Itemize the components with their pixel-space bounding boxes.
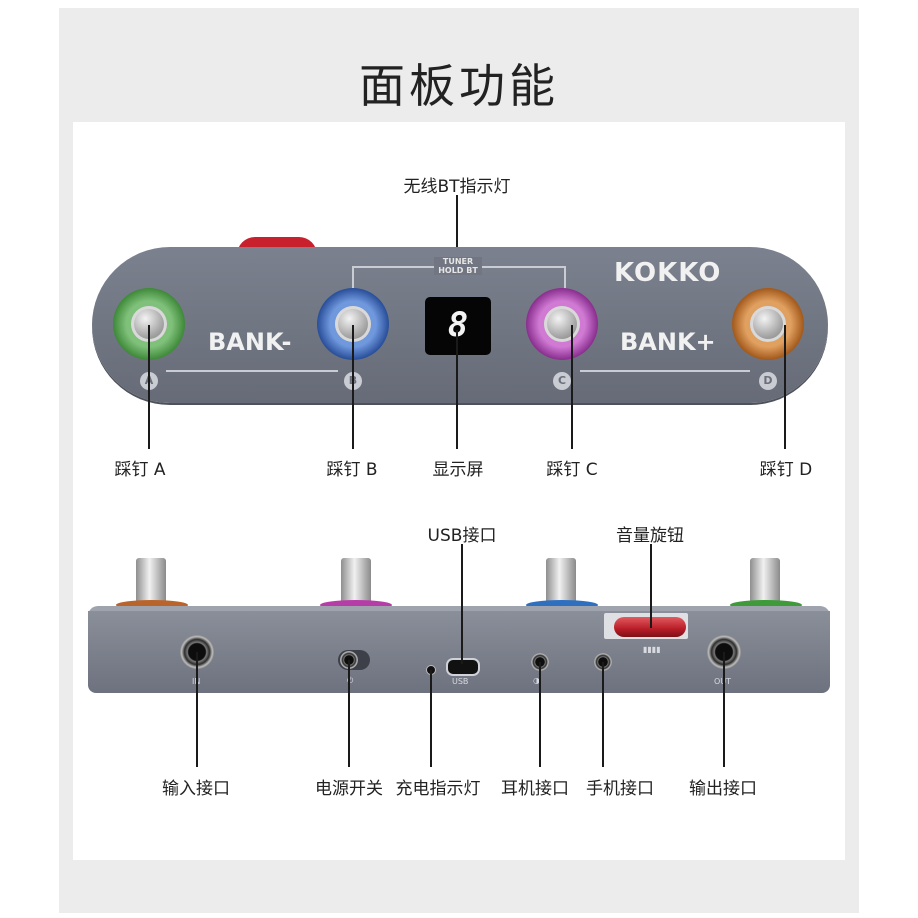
footswitch-ring-3 (526, 600, 598, 610)
panel-line-a (166, 370, 338, 372)
label-output: 输出接口 (689, 779, 757, 799)
display-digit: 8 (447, 305, 469, 345)
label-usb-port: USB接口 (427, 526, 497, 546)
label-volume-knob: 音量旋钮 (616, 526, 684, 546)
footswitch-ring-1 (116, 600, 188, 610)
pointer-input (196, 652, 198, 767)
label-power: 电源开关 (315, 779, 383, 799)
pointer-foot-c (571, 325, 573, 449)
label-phone: 手机接口 (586, 779, 654, 799)
headphone-icon: ◑ (533, 676, 540, 685)
pointer-foot-d (784, 325, 786, 449)
footswitch-ring-2 (320, 600, 392, 610)
pointer-foot-b (352, 325, 354, 449)
footswitch-d-letter: D (759, 372, 777, 390)
label-foot-d: 踩钉 D (759, 460, 813, 480)
label-foot-c: 踩钉 C (546, 460, 598, 480)
pointer-volume (650, 544, 652, 628)
pointer-power (348, 660, 350, 767)
footswitch-c-letter: C (553, 372, 571, 390)
content-panel (73, 122, 845, 860)
out-label: OUT (714, 677, 731, 686)
footswitch-knob-2[interactable] (341, 558, 371, 604)
pointer-headphone (539, 662, 541, 767)
tuner-hold-label: TUNER HOLD BT (434, 257, 482, 275)
panel-line-c (580, 370, 750, 372)
footswitch-d[interactable] (750, 306, 786, 342)
brand-logo: KOKKO (614, 258, 722, 288)
label-foot-a: 踩钉 A (114, 460, 166, 480)
pointer-usb (461, 544, 463, 664)
label-foot-b: 踩钉 B (326, 460, 378, 480)
footswitch-knob-1[interactable] (136, 558, 166, 604)
usb-port[interactable] (446, 658, 480, 676)
power-icon: ⏻ (347, 676, 354, 685)
footswitch-knob-3[interactable] (546, 558, 576, 604)
label-charge-indicator: 充电指示灯 (395, 779, 481, 799)
label-bt-indicator: 无线BT指示灯 (403, 177, 511, 197)
footswitch-knob-4[interactable] (750, 558, 780, 604)
footswitch-c[interactable] (544, 306, 580, 342)
display-screen: 8 (425, 297, 491, 355)
usb-label: USB (452, 677, 469, 686)
pointer-output (723, 652, 725, 767)
bank-minus-label: BANK- (208, 328, 292, 356)
bank-plus-label: BANK+ (620, 328, 716, 356)
pointer-display (456, 330, 458, 449)
pointer-phone (602, 662, 604, 767)
label-input: 输入接口 (162, 779, 230, 799)
pointer-charge (430, 670, 432, 767)
pointer-foot-a (148, 325, 150, 449)
footswitch-ring-4 (730, 600, 802, 610)
pointer-bt-indicator (456, 195, 458, 255)
volume-bars-icon: ▮▮▮▮ (643, 645, 661, 654)
label-headphone: 耳机接口 (501, 779, 569, 799)
label-display: 显示屏 (432, 460, 484, 480)
page-title: 面板功能 (359, 59, 559, 113)
